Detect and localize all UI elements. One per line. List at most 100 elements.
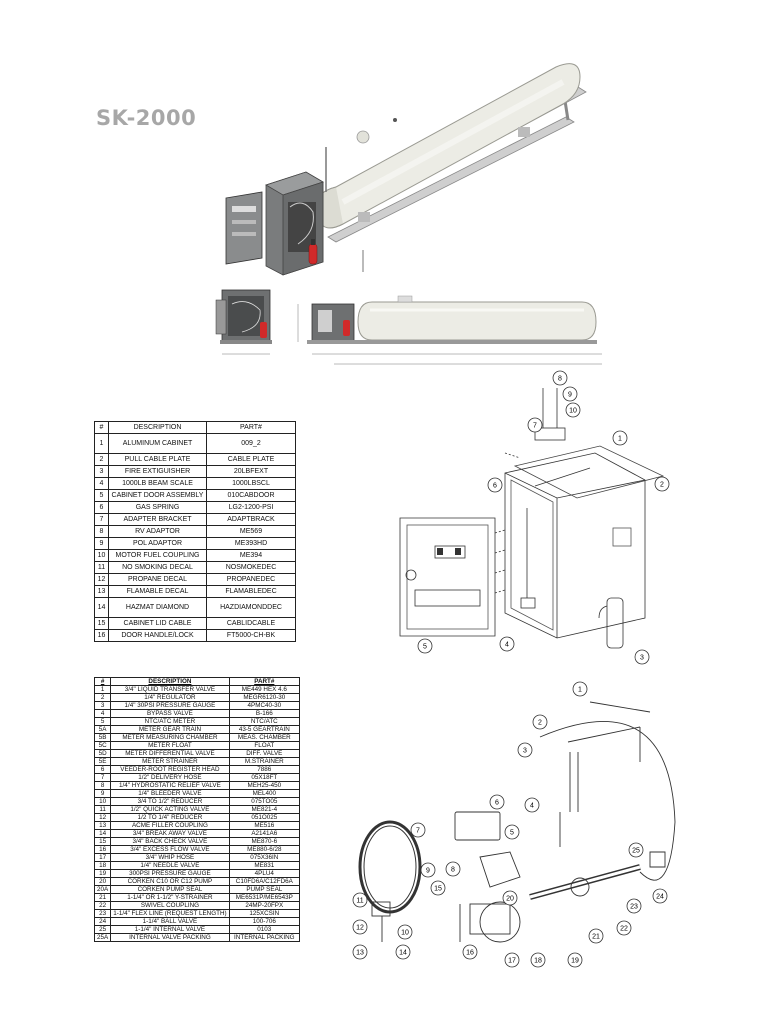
table-header-row: # DESCRIPTION PART# [94, 421, 296, 434]
callout-number: 1 [578, 687, 582, 694]
callout-bubble: 6 [489, 794, 505, 810]
item-number: 15 [93, 837, 112, 846]
item-part-number: FLAMABLEDEC [206, 585, 296, 598]
item-number: 6 [93, 765, 112, 774]
callout-bubble: 14 [395, 944, 411, 960]
callout-bubble: 4 [499, 636, 515, 652]
item-description: 1/2" QUICK ACTING VALVE [110, 805, 230, 814]
item-number: 2 [94, 453, 109, 466]
item-description: ALUMINUM CABINET [108, 433, 207, 454]
callout-bubble: 15 [430, 880, 446, 896]
callout-number: 9 [426, 868, 430, 875]
item-description: 1-1/4" INTERNAL VALVE [110, 925, 230, 934]
item-part-number: MEGR6120-30 [228, 693, 301, 702]
callout-bubble: 2 [654, 476, 670, 492]
item-number: 13 [93, 821, 112, 830]
item-description: CABINET LID CABLE [108, 617, 207, 630]
item-number: 20 [93, 877, 112, 886]
item-description: FIRE EXTIGUISHER [108, 465, 207, 478]
item-part-number: MEH25-450 [228, 781, 301, 790]
item-description: 300PSI PRESSURE GAUGE [110, 869, 230, 878]
callout-number: 12 [356, 925, 364, 932]
skid-tank-orthographic-views [212, 282, 602, 372]
callout-number: 5 [510, 830, 514, 837]
item-number: 14 [94, 597, 109, 618]
item-description: DOOR HANDLE/LOCK [108, 629, 207, 642]
callout-bubble: 3 [517, 742, 533, 758]
callout-number: 22 [620, 926, 628, 933]
item-part-number: LG2-1200-PSI [206, 501, 296, 514]
item-part-number: ME870-6 [228, 837, 301, 846]
callout-number: 15 [434, 886, 442, 893]
item-part-number: 4PLU4 [228, 869, 301, 878]
item-description: METER MEASURING CHAMBER [110, 733, 230, 742]
item-part-number: 24MP-20FPX [228, 901, 301, 910]
item-part-number: 075X36IN [228, 853, 301, 862]
callout-bubble: 10 [397, 924, 413, 940]
item-description: VEEDER-ROOT REGISTER HEAD [110, 765, 230, 774]
callout-bubble: 1 [572, 681, 588, 697]
item-part-number: ME831 [228, 861, 301, 870]
item-number: 10 [93, 797, 112, 806]
item-number: 3 [94, 465, 109, 478]
item-number: 4 [94, 477, 109, 490]
callout-bubble: 1 [612, 430, 628, 446]
item-number: 8 [94, 525, 109, 538]
item-description: METER DIFFERENTIAL VALVE [110, 749, 230, 758]
column-header-part-number: PART# [228, 677, 301, 686]
item-number: 20A [93, 885, 112, 894]
skid-tank-isometric-render [218, 22, 588, 277]
item-part-number: ME569 [206, 525, 296, 538]
item-part-number: 7886 [228, 765, 301, 774]
callout-number: 4 [530, 803, 534, 810]
item-number: 18 [93, 861, 112, 870]
item-description: RV ADAPTOR [108, 525, 207, 538]
item-description: 1/4" HYDROSTATIC RELIEF VALVE [110, 781, 230, 790]
callout-bubble: 6 [487, 477, 503, 493]
item-part-number: 05X18FT [228, 773, 301, 782]
item-part-number: 010CABDOOR [206, 489, 296, 502]
item-number: 9 [93, 789, 112, 798]
callout-number: 23 [630, 904, 638, 911]
column-header-description: DESCRIPTION [108, 421, 207, 434]
item-part-number: ME393HD [206, 537, 296, 550]
callout-number: 19 [571, 958, 579, 965]
callout-number: 16 [466, 950, 474, 957]
item-number: 21 [93, 893, 112, 902]
callout-number: 6 [493, 483, 497, 490]
callout-bubble: 5 [504, 824, 520, 840]
callout-number: 21 [592, 934, 600, 941]
callout-bubble: 4 [524, 797, 540, 813]
callout-bubble: 12 [352, 919, 368, 935]
item-description: 3/4" BACK CHECK VALVE [110, 837, 230, 846]
item-part-number: ADAPTBRACK [206, 513, 296, 526]
item-part-number: CABLIDCABLE [206, 617, 296, 630]
item-description: CORKEN C10 OR C12 PUMP [110, 877, 230, 886]
item-part-number: FLOAT [228, 741, 301, 750]
callout-number: 3 [640, 655, 644, 662]
item-description: 3/4 TO 1/2" REDUCER [110, 797, 230, 806]
callout-bubble: 7 [527, 417, 543, 433]
item-number: 5D [93, 749, 112, 758]
item-description: 1/2" DELIVERY HOSE [110, 773, 230, 782]
item-description: 1/4" NEEDLE VALVE [110, 861, 230, 870]
item-number: 3 [93, 701, 112, 710]
